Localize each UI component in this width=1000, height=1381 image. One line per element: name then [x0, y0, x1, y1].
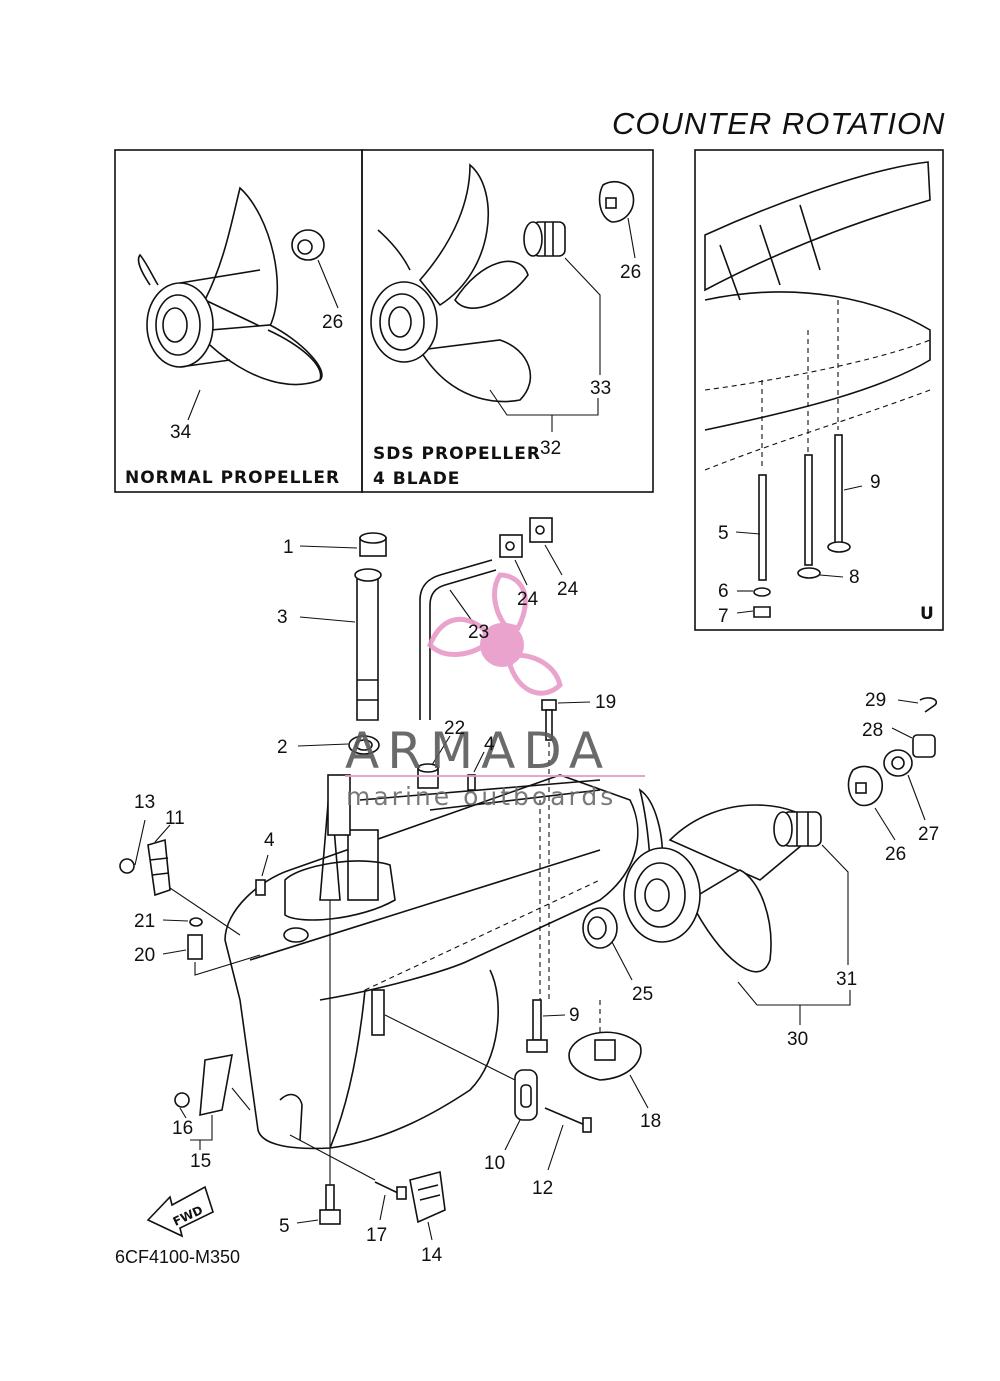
callout-29: 29	[865, 690, 886, 711]
part-11-bracket	[147, 838, 171, 897]
callout-21: 21	[134, 911, 155, 932]
part-12-screw	[544, 1107, 592, 1133]
sds-propeller-label-line1: SDS PROPELLER	[373, 444, 541, 464]
callout-19: 19	[595, 692, 616, 713]
callout-26: 26	[620, 262, 641, 283]
normal-propeller-washer	[291, 229, 325, 261]
u-variant-housing-drawing	[704, 161, 931, 618]
callout-20: 20	[134, 945, 155, 966]
callout-10: 10	[484, 1153, 505, 1174]
part-4-pin-b	[255, 879, 266, 896]
callout-14: 14	[421, 1245, 443, 1266]
sds-propeller-hub	[523, 221, 566, 257]
callout-7: 7	[718, 606, 729, 627]
sds-propeller-drawing	[370, 163, 532, 403]
u-variant-label: U	[920, 604, 935, 624]
callout-26: 26	[885, 844, 906, 865]
callout-2: 2	[277, 737, 288, 758]
callout-8: 8	[849, 567, 860, 588]
part-1-seal	[359, 532, 387, 557]
part-23-pipe	[419, 559, 497, 720]
fwd-arrow-icon: FWD	[146, 1185, 214, 1238]
part-5-bolt	[319, 1184, 341, 1225]
callout-5: 5	[279, 1216, 290, 1237]
callout-labels: 26 34 26 33 32 9 5 6 8 7 1 3 23 24 24 19…	[134, 262, 939, 1266]
part-2-grommet	[348, 735, 380, 755]
part-28-nut	[912, 734, 936, 758]
part-16-nut	[174, 1092, 190, 1108]
normal-propeller-label: NORMAL PROPELLER	[125, 468, 340, 488]
callout-24: 24	[557, 579, 579, 600]
callout-1: 1	[283, 537, 294, 558]
callout-31: 31	[836, 969, 857, 990]
callout-30: 30	[787, 1029, 808, 1050]
sds-propeller-inset	[361, 149, 654, 493]
callout-6: 6	[718, 581, 729, 602]
callout-5: 5	[718, 523, 729, 544]
part-24-clip-b	[529, 517, 553, 543]
callout-33: 33	[590, 378, 611, 399]
normal-propeller-drawing	[137, 186, 323, 386]
callout-22: 22	[444, 718, 465, 739]
part-26-washer	[847, 765, 883, 807]
part-21-o-ring	[189, 917, 203, 927]
part-31-hub	[773, 811, 822, 847]
part-14-plate	[409, 1170, 446, 1224]
callout-25: 25	[632, 984, 653, 1005]
callout-16: 16	[172, 1118, 193, 1139]
part-10-grommet	[514, 1069, 538, 1121]
callout-17: 17	[366, 1225, 387, 1246]
callout-27: 27	[918, 824, 939, 845]
watermark-brand: ARMADA	[345, 722, 611, 780]
callout-15: 15	[190, 1151, 211, 1172]
callout-9: 9	[870, 472, 881, 493]
part-25-seal	[582, 907, 618, 949]
part-20-fitting	[187, 934, 203, 960]
part-19-bolt	[541, 699, 557, 741]
callout-11: 11	[165, 808, 185, 829]
callout-18: 18	[640, 1111, 661, 1132]
watermark-tagline: marine outboards	[346, 782, 616, 811]
callout-24: 24	[517, 589, 539, 610]
part-15-bracket	[199, 1054, 233, 1117]
callout-4: 4	[484, 734, 495, 755]
lower-unit-housing	[224, 774, 639, 1150]
part-27-spacer	[883, 749, 913, 777]
callout-9: 9	[569, 1005, 580, 1026]
callout-13: 13	[134, 792, 155, 813]
part-29-cotter-pin	[919, 697, 938, 713]
callout-34: 34	[170, 422, 192, 443]
callout-28: 28	[862, 720, 883, 741]
sds-propeller-washer	[598, 181, 635, 223]
part-13-nut	[119, 858, 135, 874]
propeller-logo-icon	[427, 572, 563, 696]
callout-12: 12	[532, 1178, 553, 1199]
sds-propeller-label-line2: 4 BLADE	[373, 469, 460, 489]
part-22-collar	[417, 763, 439, 789]
callout-32: 32	[540, 438, 561, 459]
part-9-bolt	[526, 999, 548, 1053]
u-variant-inset	[694, 149, 944, 631]
callout-3: 3	[277, 607, 288, 628]
part-24-clip-a	[499, 534, 523, 558]
diagram-title: COUNTER ROTATION	[612, 106, 945, 141]
part-3-water-tube	[354, 568, 382, 721]
armada-watermark: ARMADA marine outboards	[345, 572, 645, 811]
callout-26: 26	[322, 312, 343, 333]
diagram-code: 6CF4100-M350	[115, 1247, 240, 1267]
callout-23: 23	[468, 622, 489, 643]
part-17-screw	[374, 1181, 407, 1200]
part-18-anode	[568, 1031, 642, 1081]
callout-4: 4	[264, 830, 275, 851]
